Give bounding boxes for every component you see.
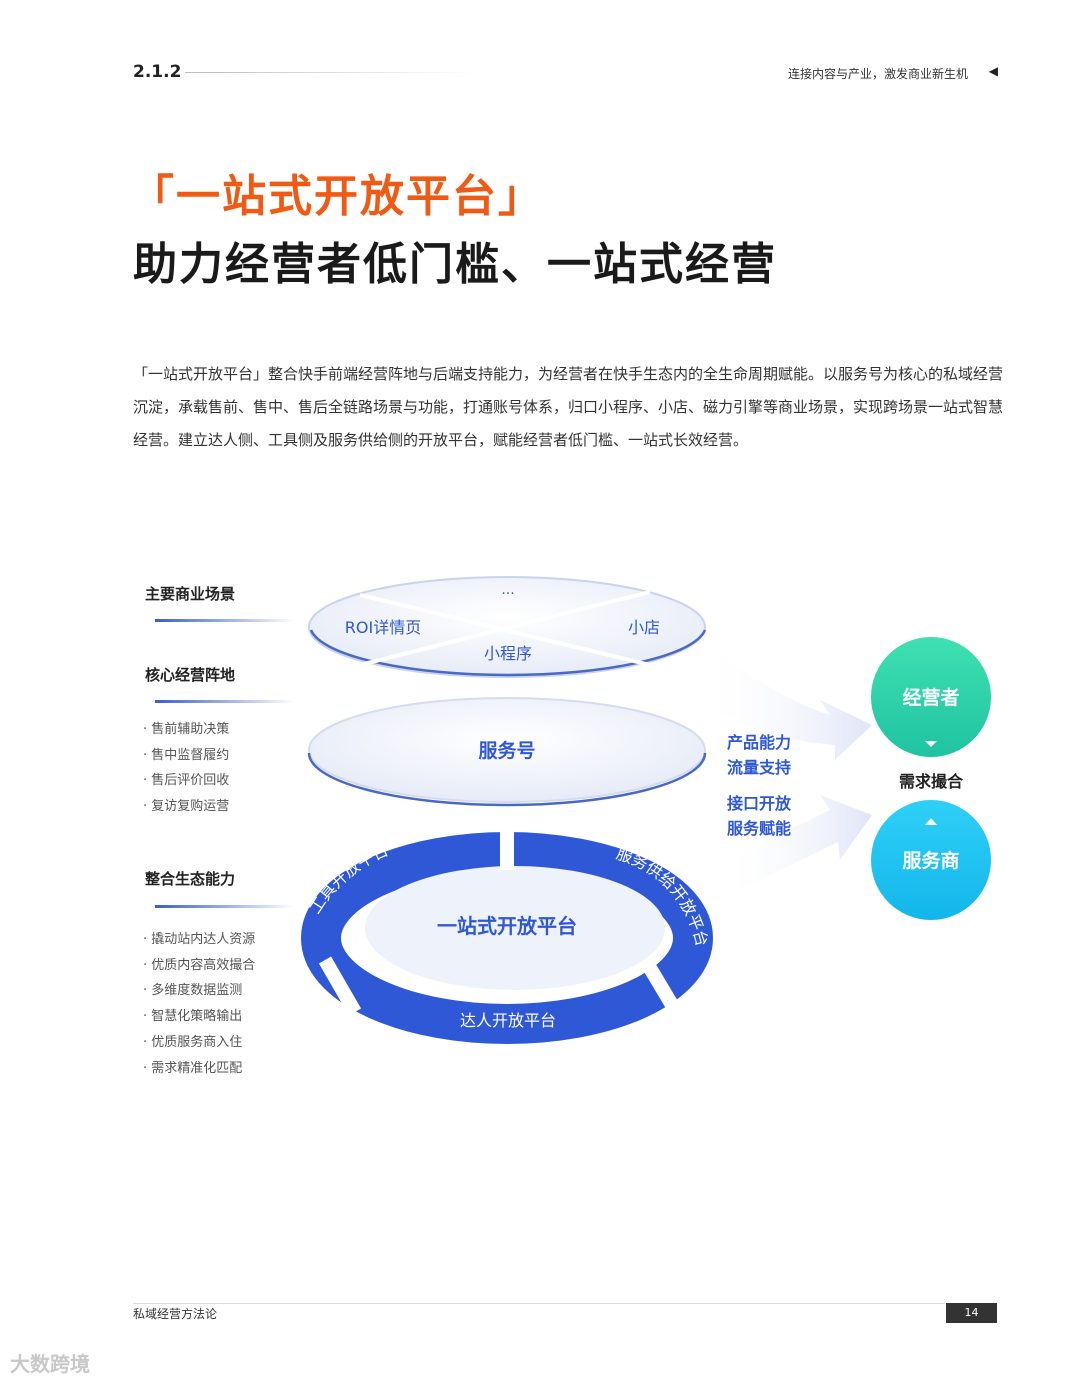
list-item: · 优质内容高效撮合 (143, 957, 256, 973)
arrow-upper (700, 640, 872, 760)
list-item: · 复访复购运营 (143, 799, 230, 815)
page-number: 14 (946, 1303, 997, 1323)
section-number: 2.1.2 (133, 62, 182, 82)
list-item: · 多维度数据监测 (143, 983, 243, 999)
list-item: · 需求精准化匹配 (143, 1060, 243, 1076)
list-item: · 撬动站内达人资源 (143, 932, 256, 947)
talent-platform-label: 达人开放平台 (460, 1011, 556, 1030)
list-item: · 售后评价回收 (143, 773, 230, 789)
list-item: · 售中监督履约 (143, 747, 230, 763)
operator-label: 经营者 (902, 686, 959, 709)
ring-center-label: 一站式开放平台 (437, 914, 577, 938)
left-heading-ecosystem: 整合生态能力 (145, 870, 236, 888)
arrow-label: 接口开放 (727, 794, 792, 813)
service-account-label: 服务号 (478, 739, 535, 762)
triangle-left-icon: ◀ (988, 64, 998, 78)
service-provider-circle (871, 800, 991, 920)
body-paragraph: 「一站式开放平台」整合快手前端经营阵地与后端支持能力，为经营者在快手生态内的全生… (133, 365, 1004, 449)
service-provider-label: 服务商 (902, 849, 959, 872)
list-item: · 售前辅助决策 (143, 722, 230, 737)
heading-underline (155, 619, 295, 622)
left-heading-core: 核心经营阵地 (145, 666, 236, 684)
left-heading-scenes: 主要商业场景 (145, 585, 236, 603)
list-item: · 智慧化策略输出 (143, 1009, 243, 1025)
arrow-label: 产品能力 (727, 733, 791, 752)
heading-underline (155, 905, 295, 908)
scenes-disc: ··· ROI详情页 小店 小程序 (308, 576, 707, 678)
heading-underline (155, 700, 295, 703)
title-line-2: 助力经营者低门槛、一站式经营 (133, 239, 777, 290)
scene-mini-program: 小程序 (484, 644, 532, 663)
operator-circle (871, 637, 991, 757)
arrow-label: 服务赋能 (727, 819, 791, 838)
ecosystem-list: · 撬动站内达人资源 · 优质内容高效撮合 · 多维度数据监测 · 智慧化策略输… (143, 927, 255, 1081)
core-list: · 售前辅助决策 · 售中监督履约 · 售后评价回收 · 复访复购运营 (143, 717, 229, 820)
service-account-disc: 服务号 (307, 697, 707, 807)
triangle-up-icon (925, 818, 937, 825)
arrow-lower (720, 795, 872, 900)
arrow-label: 流量支持 (727, 758, 791, 777)
footer-divider (133, 1303, 945, 1304)
scene-roi-detail: ROI详情页 (345, 618, 421, 637)
scene-more: ··· (501, 586, 514, 602)
footer-title: 私域经营方法论 (133, 1307, 218, 1321)
watermark: 大数跨境 (10, 1352, 90, 1376)
scene-shop: 小店 (628, 618, 660, 637)
title-line-1: 「一站式开放平台」 (130, 171, 544, 222)
section-divider (185, 72, 475, 73)
triangle-down-icon (925, 741, 937, 747)
list-item: · 优质服务商入住 (143, 1034, 243, 1050)
demand-matching-label: 需求撮合 (899, 772, 964, 791)
open-platform-ring: 一站式开放平台 工具开放平台 服务供给开放平台 达人开放平台 (301, 830, 713, 1044)
running-title: 连接内容与产业，激发商业新生机 (787, 67, 968, 81)
